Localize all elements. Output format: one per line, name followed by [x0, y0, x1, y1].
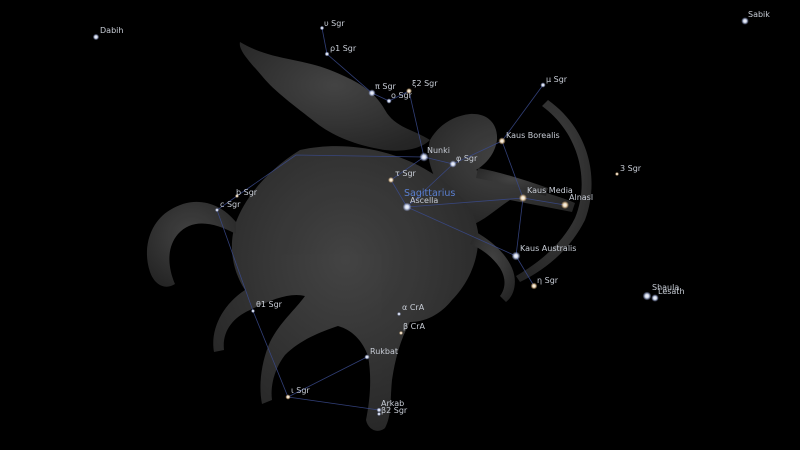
label-omicron-sgr: o Sgr	[391, 91, 413, 100]
label-pi-sgr: π Sgr	[375, 82, 397, 91]
star-ascella[interactable]	[402, 202, 412, 212]
label-alnasl: Alnasl	[569, 193, 593, 202]
star-kaus-australis[interactable]	[511, 251, 521, 261]
label-beta2-sgr: β2 Sgr	[381, 406, 408, 415]
star-mu-sgr[interactable]	[540, 82, 546, 88]
star-c-sgr[interactable]	[215, 208, 219, 212]
star-theta1-sgr[interactable]	[251, 309, 255, 313]
star-omicron-sgr[interactable]	[386, 98, 392, 104]
label-shaula: Shaula	[652, 283, 679, 292]
label-tau-sgr: τ Sgr	[395, 169, 417, 178]
label-sabik: Sabik	[748, 10, 770, 19]
star-beta2-sgr[interactable]	[377, 412, 381, 416]
label-b-sgr: b Sgr	[236, 188, 258, 197]
star-upsilon-sgr[interactable]	[319, 25, 325, 31]
star-kaus-borealis[interactable]	[498, 137, 506, 145]
star-pi-sgr[interactable]	[368, 89, 376, 97]
label-kaus-media: Kaus Media	[527, 186, 573, 195]
label-kaus-australis: Kaus Australis	[520, 244, 576, 253]
label-ascella: Ascella	[410, 196, 438, 205]
label-lesath: Lesath	[658, 287, 685, 296]
label-mu-sgr: μ Sgr	[546, 75, 568, 84]
star-alpha-cra[interactable]	[397, 312, 401, 316]
star-shaula[interactable]	[642, 291, 652, 301]
label-rukbat: Rukbat	[370, 347, 398, 356]
label-arkab: Arkab	[381, 399, 404, 408]
star-three-sgr[interactable]	[615, 172, 619, 176]
star-rukbat[interactable]	[364, 354, 370, 360]
star-tau-sgr[interactable]	[388, 177, 394, 183]
label-three-sgr: 3 Sgr	[620, 164, 642, 173]
star-kaus-media[interactable]	[519, 194, 527, 202]
star-rho1-sgr[interactable]	[324, 51, 330, 57]
star-lesath[interactable]	[651, 294, 659, 302]
star-arkab[interactable]	[376, 407, 382, 413]
star-alnasl[interactable]	[561, 201, 569, 209]
label-eta-sgr: η Sgr	[537, 276, 559, 285]
star-phi-sgr[interactable]	[449, 160, 457, 168]
label-iota-sgr: ι Sgr	[291, 386, 310, 395]
constellation-artwork	[146, 42, 592, 431]
label-alpha-cra: α CrA	[402, 303, 425, 312]
constellation-name: Sagittarius	[404, 188, 455, 199]
star-eta-sgr[interactable]	[530, 282, 538, 290]
label-kaus-borealis: Kaus Borealis	[506, 131, 560, 140]
label-nunki: Nunki	[427, 146, 450, 155]
star-dabih[interactable]	[92, 33, 100, 41]
star-labels: Dabih υ Sgr ρ1 Sgr π Sgr ξ2 Sgr o Sgr μ …	[100, 10, 770, 415]
label-dabih: Dabih	[100, 26, 123, 35]
label-beta-cra: β CrA	[403, 322, 426, 331]
label-upsilon-sgr: υ Sgr	[324, 19, 345, 28]
label-rho1-sgr: ρ1 Sgr	[330, 44, 357, 53]
star-nunki[interactable]	[419, 152, 429, 162]
star-sabik[interactable]	[741, 17, 749, 25]
label-c-sgr: c Sgr	[220, 200, 241, 209]
star-b-sgr[interactable]	[235, 194, 239, 198]
label-xi2-sgr: ξ2 Sgr	[412, 79, 438, 88]
star-iota-sgr[interactable]	[285, 394, 291, 400]
star-xi2-sgr[interactable]	[406, 88, 412, 94]
star-beta-cra[interactable]	[399, 331, 403, 335]
stars	[92, 17, 749, 416]
label-phi-sgr: φ Sgr	[456, 154, 478, 163]
label-theta1-sgr: θ1 Sgr	[256, 300, 283, 309]
